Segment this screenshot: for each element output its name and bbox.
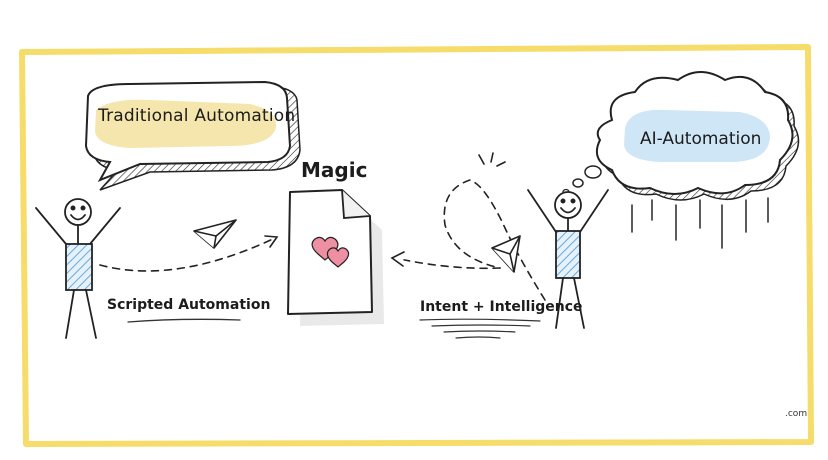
heart-icon [311, 236, 350, 268]
footer-domain-text: .com [785, 409, 808, 419]
ai-automation-label: AI-Automation [640, 129, 762, 149]
scripted-automation-label: Scripted Automation [107, 297, 271, 313]
scripted-arrow [99, 235, 279, 272]
intelligence-arrow [390, 152, 546, 301]
underline-scripted [127, 318, 241, 323]
paper-plane-icon-right [491, 235, 521, 273]
paper-plane-icon [193, 219, 237, 249]
stick-figure-right [527, 189, 609, 329]
intent-intelligence-label: Intent + Intelligence [420, 299, 583, 315]
traditional-automation-label: Traditional Automation [98, 106, 296, 126]
yellow-frame [19, 44, 814, 447]
speech-bubble [84, 80, 301, 191]
magic-label: Magic [301, 158, 368, 182]
thought-cloud [562, 71, 800, 249]
stick-figure-left [35, 198, 121, 339]
underline-intent [419, 318, 541, 339]
